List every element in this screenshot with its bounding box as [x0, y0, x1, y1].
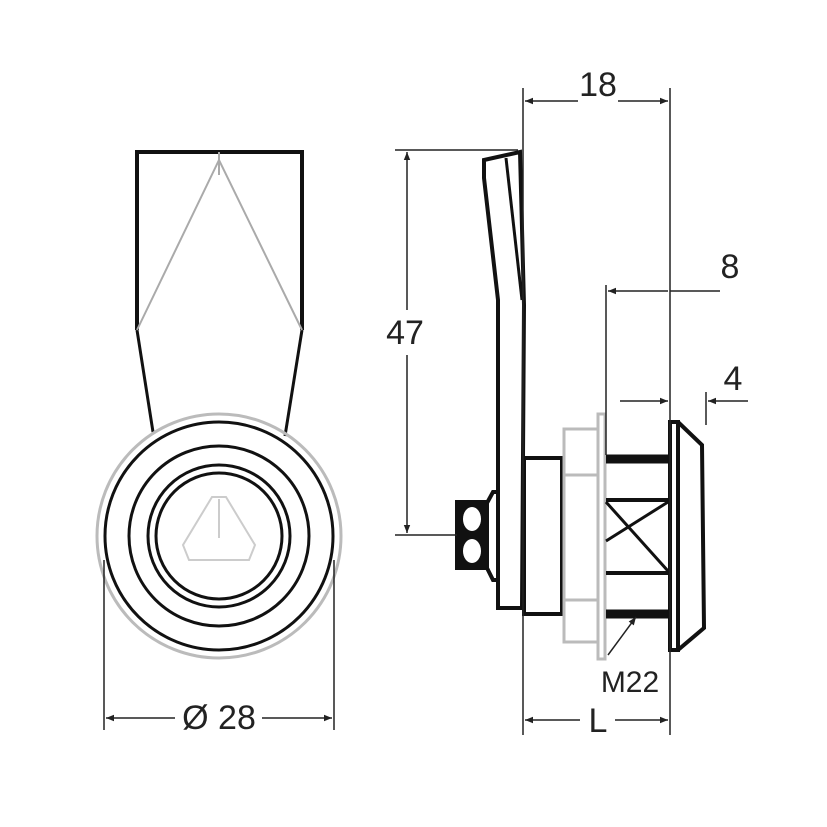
dimension-lines: [395, 88, 748, 735]
lever-side: [482, 149, 527, 610]
cylinder-head: [668, 420, 707, 652]
height-label: 47: [386, 314, 424, 352]
outer-ring: [103, 420, 335, 652]
thread-label: M22: [601, 666, 659, 699]
threaded-barrel: [604, 454, 670, 619]
offset-label: 8: [721, 248, 740, 286]
side-view: 18 47 8 4 M22 L: [386, 66, 748, 740]
flange-label: 4: [724, 360, 743, 398]
lever-front: [135, 150, 304, 437]
triangle-key-icon: [181, 496, 257, 561]
inner-ring: [146, 463, 292, 609]
diameter-dimension: [103, 560, 335, 730]
lever-hidden-lines: [136, 152, 303, 331]
screw-nut: [455, 490, 500, 582]
diameter-label: Ø 28: [182, 699, 256, 737]
width-label: 18: [579, 66, 617, 104]
hex-nut-hidden: [562, 412, 607, 661]
body-collar: [522, 456, 564, 616]
length-label: L: [589, 702, 608, 740]
core-ring: [154, 471, 284, 601]
front-view: Ø 28: [95, 150, 343, 737]
middle-ring: [127, 444, 311, 628]
outer-hidden-circle: [95, 412, 343, 660]
